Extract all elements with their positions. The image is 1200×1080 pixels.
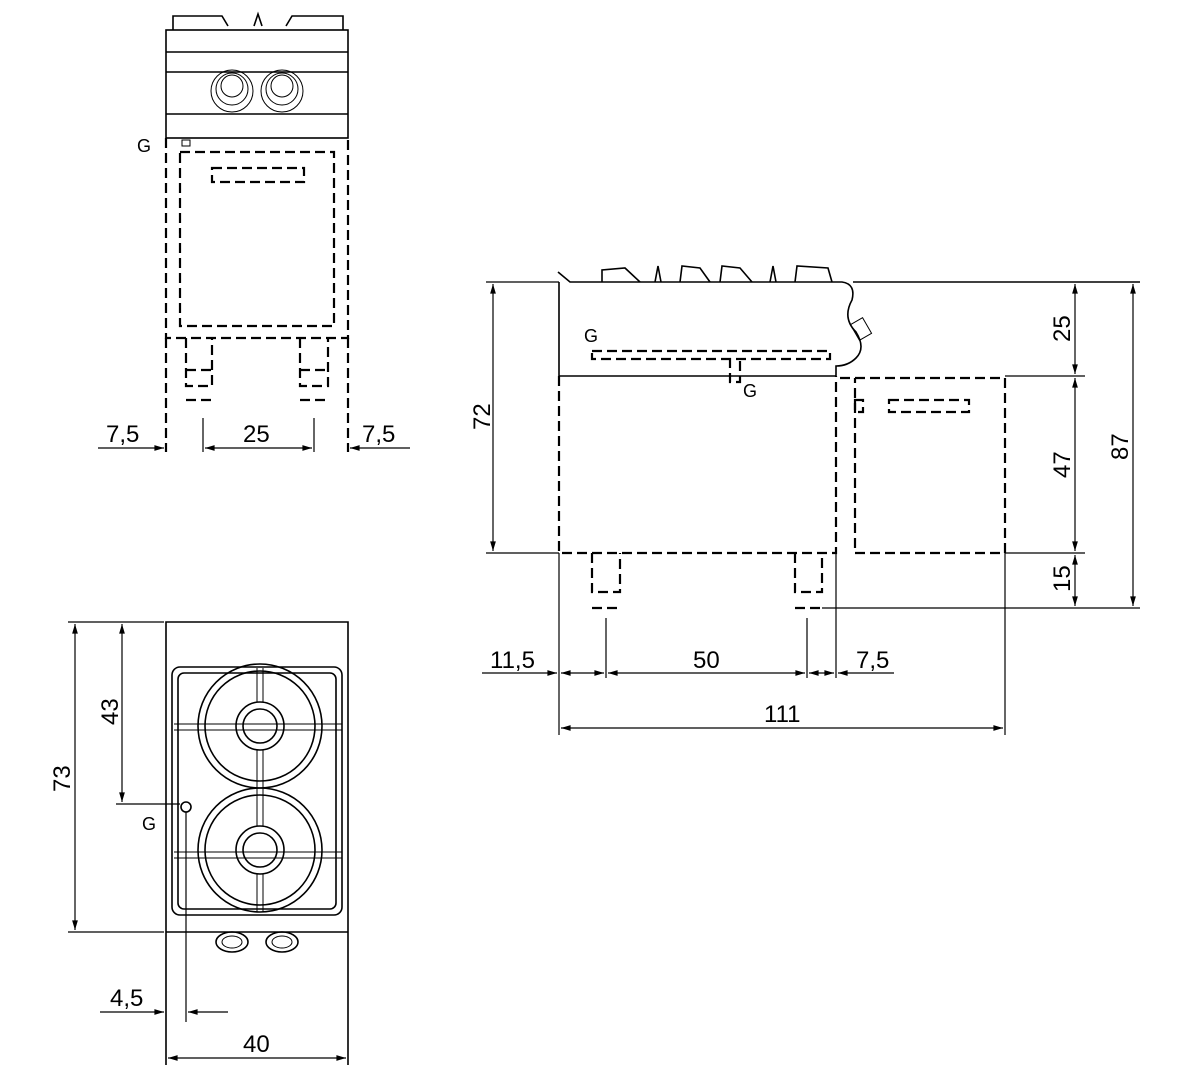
dim-width: 40 [243,1031,270,1058]
dim-gas-side: 4,5 [110,985,143,1012]
dim-left: 7,5 [106,421,139,448]
dim-left: 11,5 [490,647,535,674]
knob-icon [210,69,254,113]
dim-center: 50 [693,647,720,674]
dim-overall-depth: 111 [764,701,800,728]
dim-overall-height: 87 [1107,433,1134,460]
dim-right: 7,5 [362,421,395,448]
dim-top: 25 [1049,315,1076,342]
knob-icon [215,931,249,953]
gas-label: G [142,814,156,834]
gas-label: G [743,381,757,401]
gas-label: G [137,136,151,156]
dim-depth: 73 [49,765,76,792]
knob-icon [849,317,873,341]
side-view: G G 72 25 47 15 87 11,5 50 7,5 111 [469,265,1140,735]
top-view: G 73 43 4,5 40 [49,621,349,1065]
knob-icon [260,69,304,113]
dim-right: 7,5 [856,647,889,674]
burner-icon [174,787,342,913]
dim-bottom: 15 [1049,565,1076,592]
dim-middle: 47 [1049,451,1076,478]
burner-icon [174,663,342,790]
gas-label: G [584,326,598,346]
dim-center: 25 [243,421,270,448]
knob-icon [265,931,299,953]
dim-total-height: 72 [469,403,496,430]
front-view: G 7,5 25 7,5 [98,11,410,452]
dim-gas-offset: 43 [97,698,124,725]
gas-connection-icon [180,801,192,813]
